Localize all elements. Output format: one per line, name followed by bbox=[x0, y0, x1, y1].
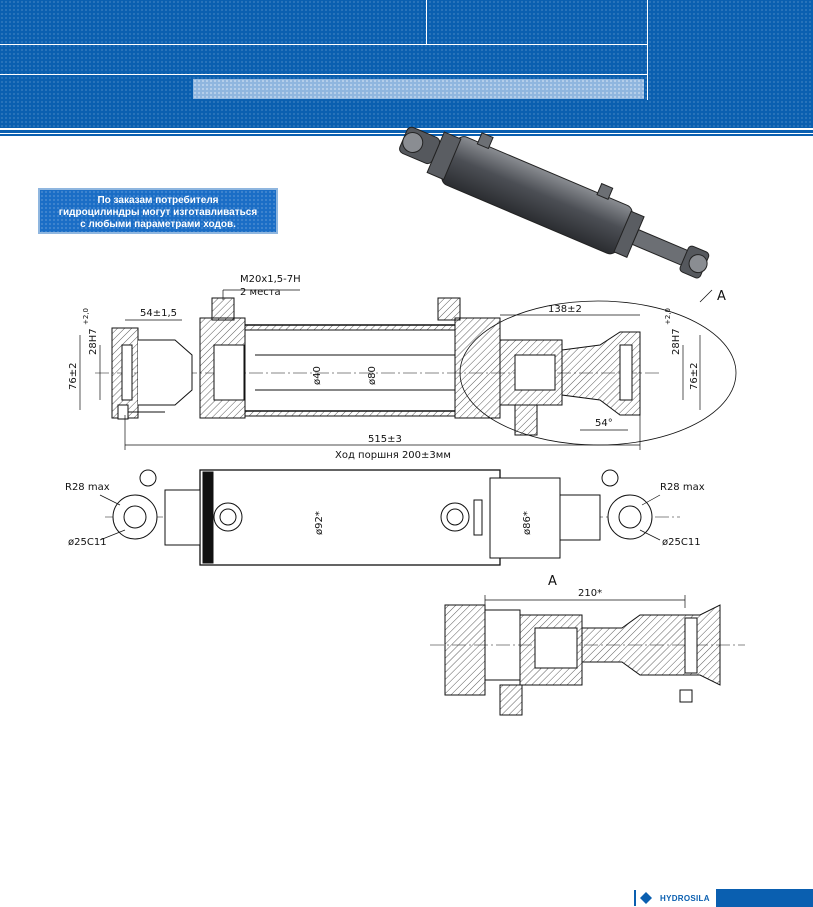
dim-210: 210* bbox=[578, 588, 602, 599]
dim-thread: M20x1,5-7H bbox=[240, 274, 301, 285]
dim-r28-left: R28 max bbox=[65, 482, 110, 493]
dim-54: 54±1,5 bbox=[140, 308, 177, 319]
section-view bbox=[79, 289, 737, 450]
header-divider-2 bbox=[0, 74, 647, 75]
dim-28-left: 28H7 bbox=[88, 328, 99, 355]
note-line-1: По заказам потребителя bbox=[97, 195, 219, 206]
dim-76-right: 76±2 bbox=[689, 363, 700, 390]
view-a-label: A bbox=[717, 289, 726, 304]
dim-d40: ø40 bbox=[312, 366, 323, 385]
dim-d92: ø92* bbox=[314, 511, 325, 535]
header-divider-1 bbox=[0, 44, 647, 45]
dim-28-right-tol: +2,0 bbox=[664, 308, 672, 325]
footer-brand: HYDROSILA bbox=[660, 893, 710, 903]
header-band bbox=[0, 0, 813, 128]
dim-r28-right: R28 max bbox=[660, 482, 705, 493]
dim-stroke: Ход поршня 200±3мм bbox=[335, 450, 451, 461]
dim-28-right: 28H7 bbox=[671, 328, 682, 355]
detail-a-view bbox=[430, 595, 745, 716]
dim-places: 2 места bbox=[240, 287, 281, 298]
hydrosila-logo-icon bbox=[634, 890, 652, 906]
dim-515: 515±3 bbox=[368, 434, 402, 445]
side-view bbox=[99, 469, 680, 566]
dim-138: 138±2 bbox=[548, 304, 582, 315]
detail-a-label: A bbox=[548, 574, 557, 589]
dim-d86: ø86* bbox=[522, 511, 533, 535]
note-line-2: гидроцилиндры могут изготавливаться bbox=[58, 207, 258, 218]
header-divider-v1 bbox=[426, 0, 427, 44]
note-line-3: с любыми параметрами ходов. bbox=[80, 219, 236, 230]
footer-bar bbox=[716, 889, 813, 907]
dim-76-left: 76±2 bbox=[68, 363, 79, 390]
footer-logo: HYDROSILA bbox=[634, 889, 714, 907]
dim-d25-right: ø25C11 bbox=[662, 537, 701, 548]
header-highlight-field bbox=[193, 79, 644, 99]
dim-angle-54: 54° bbox=[595, 418, 613, 429]
dim-28-left-tol: +2,0 bbox=[82, 308, 90, 325]
cylinder-3d-render bbox=[399, 126, 710, 279]
custom-stroke-note: По заказам потребителя гидроцилиндры мог… bbox=[38, 188, 278, 234]
dim-d25-left: ø25C11 bbox=[68, 537, 107, 548]
dim-d80: ø80 bbox=[367, 366, 378, 385]
header-divider-v2 bbox=[647, 0, 648, 100]
